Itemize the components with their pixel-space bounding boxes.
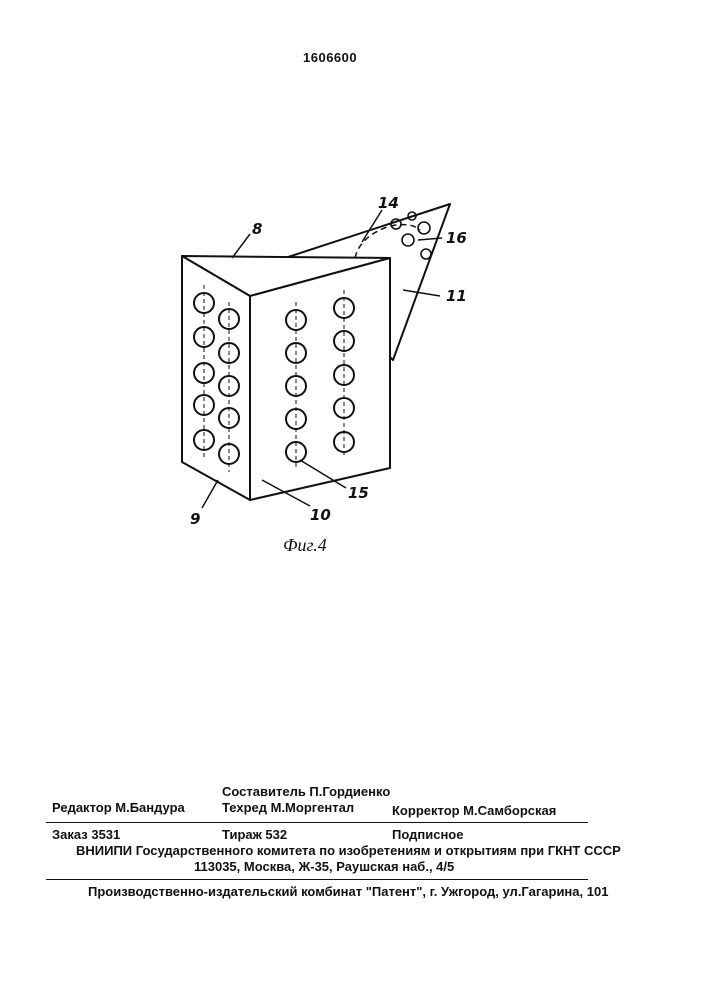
techred: Техред М.Моргентал <box>222 800 354 815</box>
compiler: Составитель П.Гордиенко <box>222 784 390 799</box>
label-11: 11 <box>446 287 467 305</box>
figure-4-drawing: 8 14 16 11 15 9 10 <box>150 190 510 570</box>
left-face <box>182 256 250 500</box>
circulation: Тираж 532 <box>222 827 287 842</box>
order: Заказ 3531 <box>52 827 120 842</box>
figure-caption: Фиг.4 <box>283 535 327 556</box>
vniipi: ВНИИПИ Государственного комитета по изоб… <box>76 843 621 858</box>
editor: Редактор М.Бандура <box>52 800 185 815</box>
right-face <box>250 258 390 500</box>
subscription: Подписное <box>392 827 463 842</box>
rule-2 <box>46 879 588 880</box>
label-14: 14 <box>378 194 399 212</box>
address: 113035, Москва, Ж-35, Раушская наб., 4/5 <box>194 859 454 874</box>
label-10: 10 <box>310 506 331 524</box>
rule-1 <box>46 822 588 823</box>
corrector: Корректор М.Самборская <box>392 803 556 818</box>
label-16: 16 <box>446 229 467 247</box>
patent-number: 1606600 <box>303 50 357 65</box>
label-15: 15 <box>348 484 369 502</box>
label-8: 8 <box>252 220 262 238</box>
publisher: Производственно-издательский комбинат "П… <box>88 884 608 899</box>
label-9: 9 <box>190 510 200 528</box>
